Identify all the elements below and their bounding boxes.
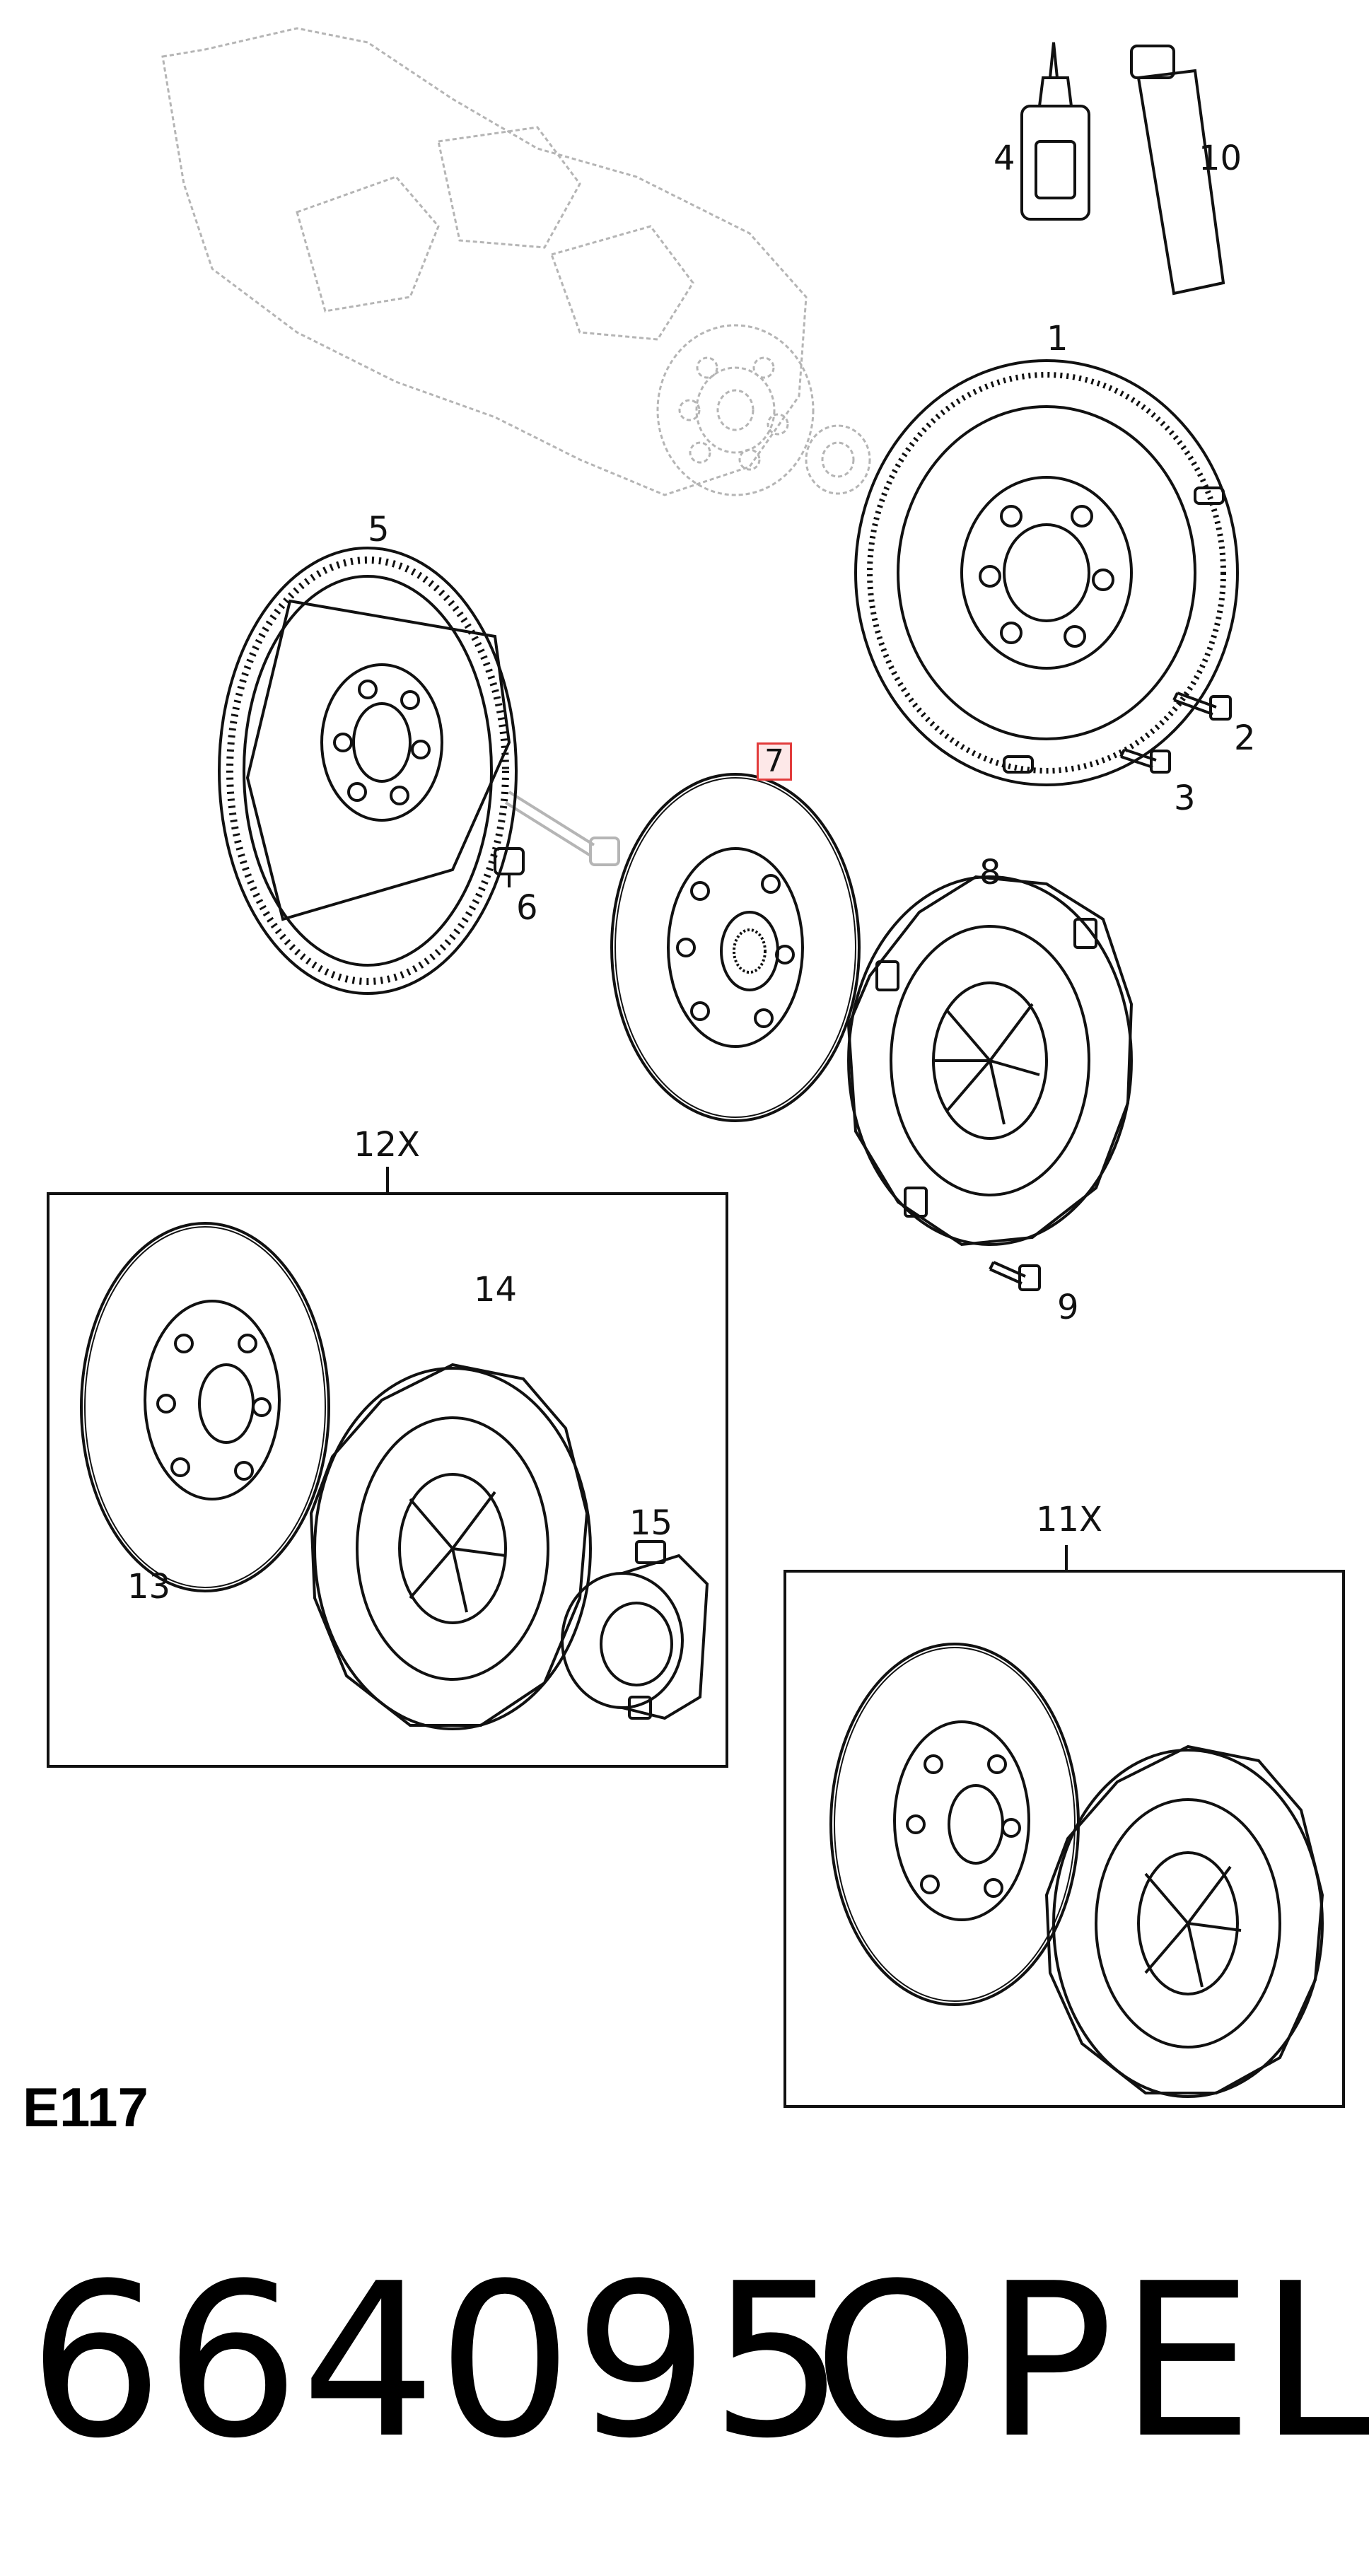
callout-7-highlighted[interactable]: 7 — [757, 742, 792, 781]
callout-5: 5 — [368, 510, 390, 549]
bolt-3-drawing — [1119, 748, 1171, 774]
sealant-bottle-drawing — [1020, 42, 1090, 221]
long-bolt-drawing — [504, 791, 620, 866]
callout-6: 6 — [516, 888, 538, 928]
callout-9: 9 — [1057, 1288, 1079, 1327]
callout-12x: 12X — [354, 1125, 420, 1165]
grease-tube-drawing — [1130, 45, 1225, 296]
release-bearing-15-drawing — [561, 1540, 709, 1720]
callout-13: 13 — [127, 1567, 171, 1607]
callout-2: 2 — [1234, 718, 1256, 758]
flywheel-dual-mass-drawing — [854, 359, 1239, 786]
brand-name: OPEL — [813, 2238, 1369, 2485]
kit-11x-frame — [783, 1545, 1345, 2108]
clutch-disc-13-drawing — [80, 1222, 330, 1592]
callout-15: 15 — [629, 1503, 673, 1543]
callout-1: 1 — [1047, 319, 1068, 359]
callout-11x: 11X — [1036, 1500, 1102, 1539]
callout-3: 3 — [1174, 779, 1196, 818]
callout-14: 14 — [474, 1270, 518, 1310]
callout-4: 4 — [994, 139, 1015, 178]
pressure-plate-drawing — [846, 875, 1134, 1247]
pressure-plate-11x-drawing — [1044, 1744, 1324, 2098]
crankshaft-ghost — [161, 27, 871, 496]
part-number: 664095 — [28, 2238, 847, 2485]
callout-8: 8 — [979, 853, 1001, 892]
bolt-6-drawing — [494, 847, 525, 887]
clutch-disc-11x-drawing — [829, 1643, 1080, 2006]
kit-12x-frame — [47, 1167, 728, 1768]
callout-10: 10 — [1199, 139, 1242, 178]
diagram-page-code: E117 — [23, 2076, 148, 2138]
bolt-9-drawing — [989, 1261, 1041, 1291]
pressure-plate-14-drawing — [309, 1363, 592, 1730]
bolt-2-drawing — [1172, 692, 1232, 721]
flywheel-single-mass-drawing — [218, 547, 518, 995]
clutch-disc-drawing — [610, 773, 861, 1122]
